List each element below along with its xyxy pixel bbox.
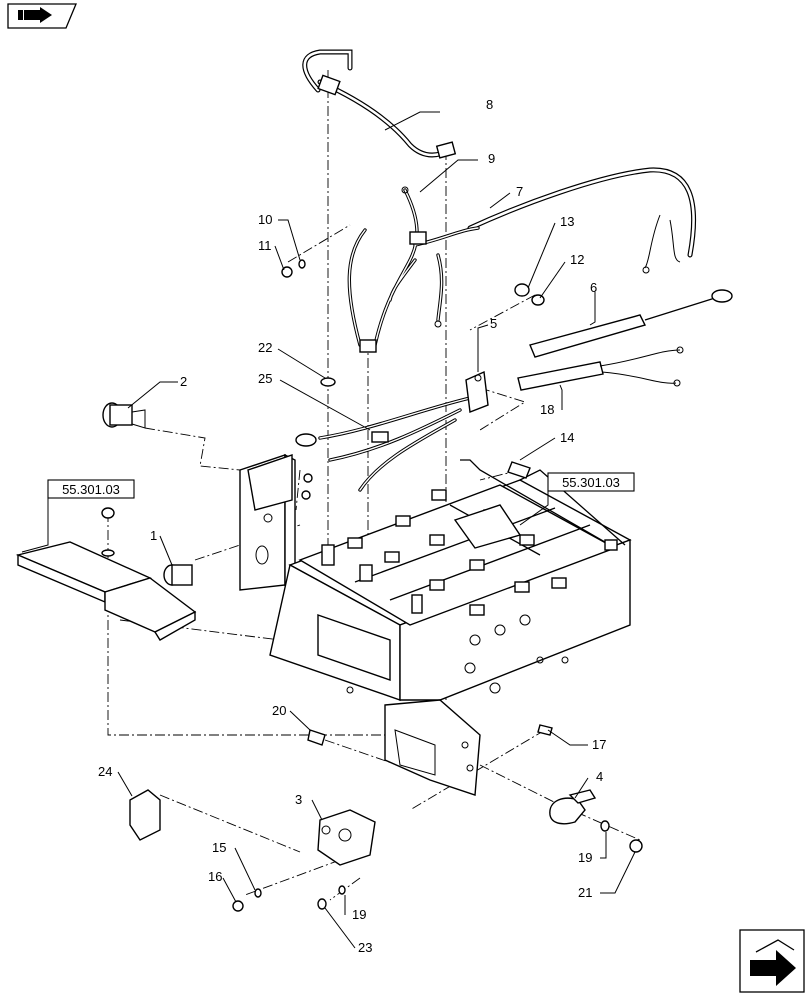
callout-15: 15 [212,840,226,855]
callout-5: 5 [490,316,497,331]
book-arrow-icon[interactable] [7,3,77,29]
reference-label-right: 55.301.03 [562,475,620,490]
bracket-5[interactable] [465,370,489,413]
leader-lines [21,111,636,949]
callout-20: 20 [272,703,286,718]
nut-13[interactable] [514,283,530,297]
callout-9: 9 [488,151,495,166]
switch-1[interactable] [163,564,193,586]
callout-4: 4 [596,769,603,784]
cover-24[interactable] [129,789,161,841]
callout-17: 17 [592,737,606,752]
nut-23[interactable] [317,898,327,910]
battery-cable-6[interactable] [529,289,733,358]
nut-21[interactable] [629,839,643,853]
washer-15[interactable] [254,888,262,898]
washer-19a[interactable] [600,820,610,832]
bolt-20[interactable] [307,729,326,746]
callout-21: 21 [578,885,592,900]
bolt-17[interactable] [537,724,553,736]
callout-1: 1 [150,528,157,543]
battery-cable-8[interactable] [302,49,457,159]
callout-2: 2 [180,374,187,389]
callout-13: 13 [560,214,574,229]
callout-8: 8 [486,97,493,112]
battery-cover-plate[interactable] [15,507,197,641]
callout-23: 23 [358,940,372,955]
callout-19b: 19 [352,907,366,922]
stud-22[interactable] [320,377,423,614]
wire-harness-25[interactable] [295,396,472,492]
battery-cable-7[interactable] [467,167,697,274]
callout-25: 25 [258,371,272,386]
battery-tray[interactable] [239,453,632,796]
battery-cable-18[interactable] [517,346,684,391]
wire-harness-9[interactable] [347,186,480,353]
reference-box-left[interactable]: 55.301.03 [47,479,135,499]
washer-19b[interactable] [338,885,346,895]
nut-16[interactable] [232,900,244,912]
reference-label-left: 55.301.03 [62,482,120,497]
callout-16: 16 [208,869,222,884]
callout-7: 7 [516,184,523,199]
callout-22: 22 [258,340,272,355]
callout-11: 11 [258,238,272,253]
callout-14: 14 [560,430,574,445]
battery-switch-2[interactable] [102,402,146,429]
reference-box-right[interactable]: 55.301.03 [547,472,635,492]
bolt-14[interactable] [507,461,531,479]
callout-12: 12 [570,252,584,267]
solenoid-3[interactable] [317,809,376,866]
callout-3: 3 [295,792,302,807]
callout-24: 24 [98,764,112,779]
next-page-arrow-icon[interactable] [739,929,805,993]
callout-6: 6 [590,280,597,295]
washer-12[interactable] [531,294,545,306]
callout-10: 10 [258,212,272,227]
callout-labels: 8 9 7 10 11 13 12 6 5 22 25 2 18 14 1 20… [98,97,606,955]
nut-11[interactable] [281,266,293,278]
callout-19a: 19 [578,850,592,865]
clamp-4[interactable] [549,789,597,825]
callout-18: 18 [540,402,554,417]
washer-10[interactable] [298,259,306,269]
